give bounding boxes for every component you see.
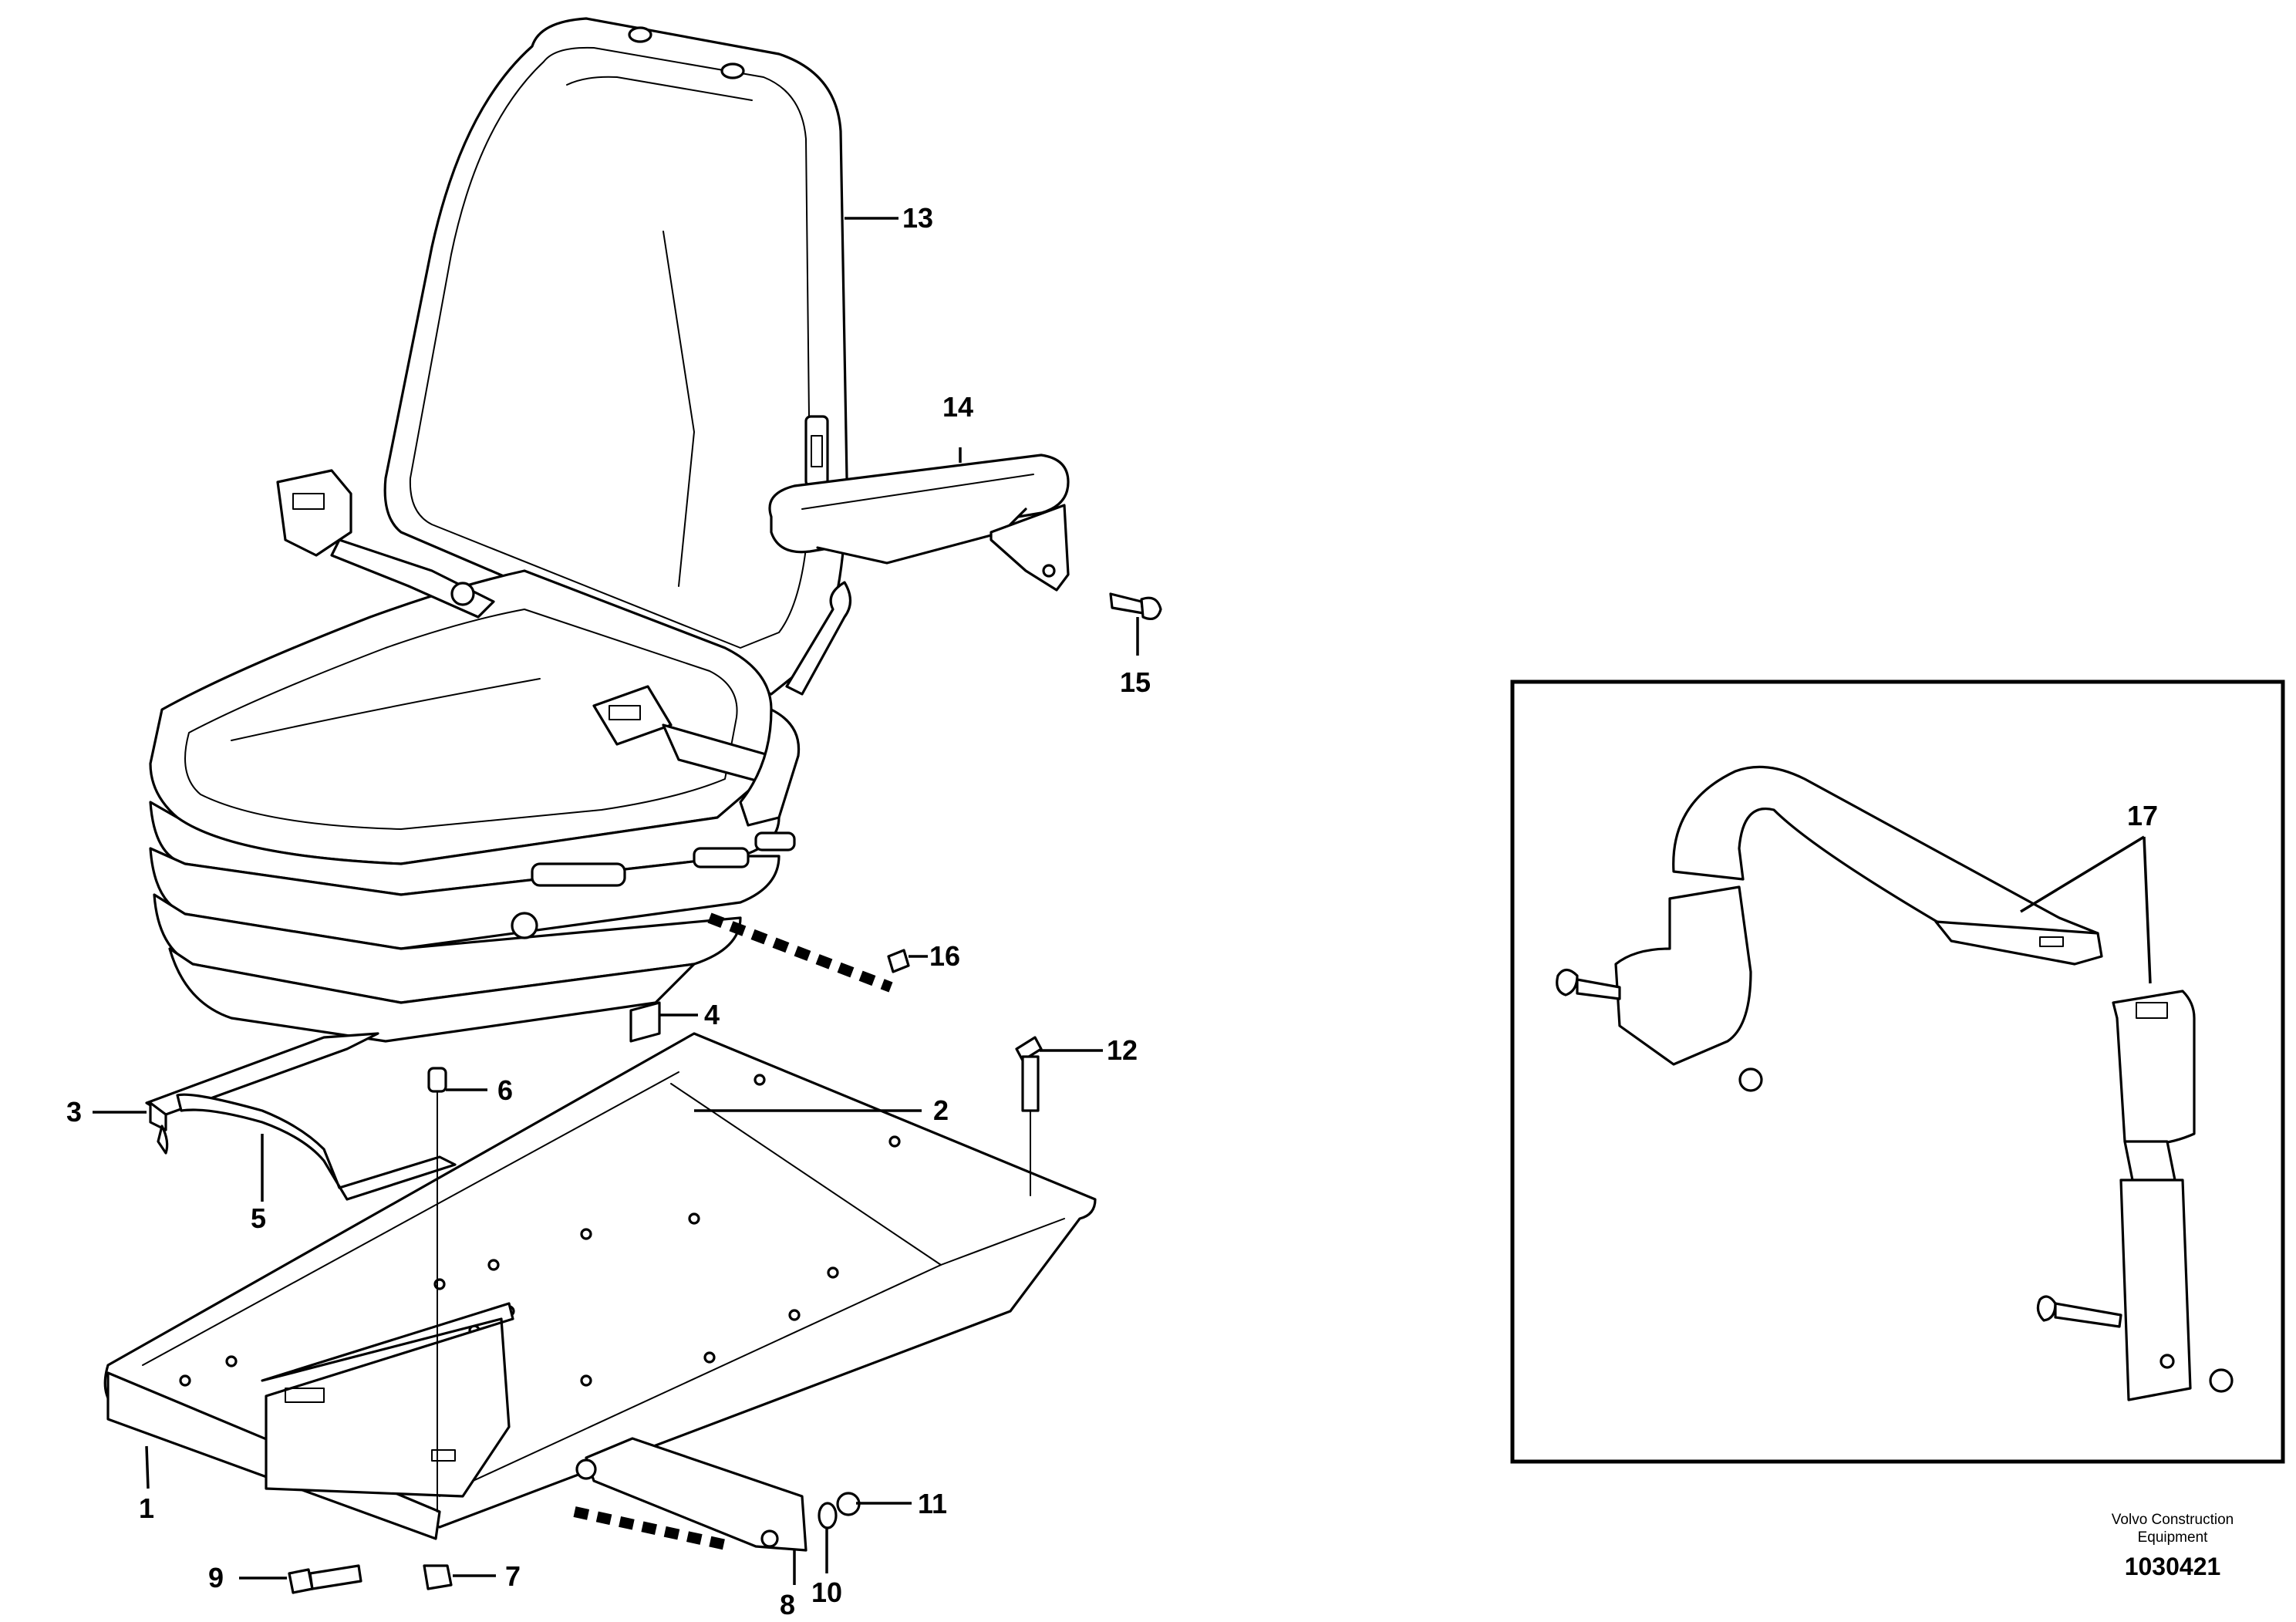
callout-11: 11 [918,1488,947,1519]
bolt-15 [1109,592,1162,620]
armrest [768,454,1070,592]
callout-8: 8 [780,1589,795,1620]
callout-6: 6 [497,1074,513,1106]
washer-10 [818,1502,838,1529]
nut-11 [836,1492,861,1516]
callout-15: 15 [1120,666,1151,698]
recline-lever-and-right-belt [592,581,852,827]
callout-12: 12 [1107,1034,1138,1066]
rail-8 [575,1437,807,1552]
callout-14: 14 [942,391,973,423]
phantom-lines [573,912,893,1552]
bracket-4 [629,1001,661,1043]
slide-rail-3 [145,1032,379,1131]
callout-labels: 13 14 15 16 4 12 6 2 3 5 1 11 9 7 10 8 1… [66,202,2158,1620]
seat-cushion [149,569,773,865]
callout-17: 17 [2127,800,2158,831]
callout-3: 3 [66,1096,82,1128]
leader-lines [93,217,2152,1585]
credit-line-2: Equipment [2138,1529,2209,1546]
bolt-6 [427,1067,447,1512]
credit-line-1: Volvo Construction [2112,1512,2234,1528]
callout-13: 13 [902,202,933,234]
suspension-bellows [149,770,796,1043]
nut-16 [887,949,910,973]
adjuster-bar-5 [157,1093,457,1201]
nut-7 [423,1564,453,1590]
seatbelt-inset [1510,679,2285,1464]
footer-credit: Volvo Construction Equipment 1030421 [2112,1512,2234,1580]
callout-10: 10 [811,1576,842,1608]
callout-7: 7 [505,1560,521,1592]
callout-2: 2 [933,1094,949,1126]
callout-4: 4 [704,999,720,1030]
callout-16: 16 [929,940,960,972]
callout-1: 1 [139,1492,154,1524]
left-belt-mount [276,469,495,619]
base-plate [103,1032,1097,1540]
callout-5: 5 [251,1202,266,1234]
bolt-12 [1015,1036,1043,1196]
drawing-number: 1030421 [2125,1553,2221,1580]
bolt-9 [288,1564,362,1594]
callout-9: 9 [208,1562,224,1593]
